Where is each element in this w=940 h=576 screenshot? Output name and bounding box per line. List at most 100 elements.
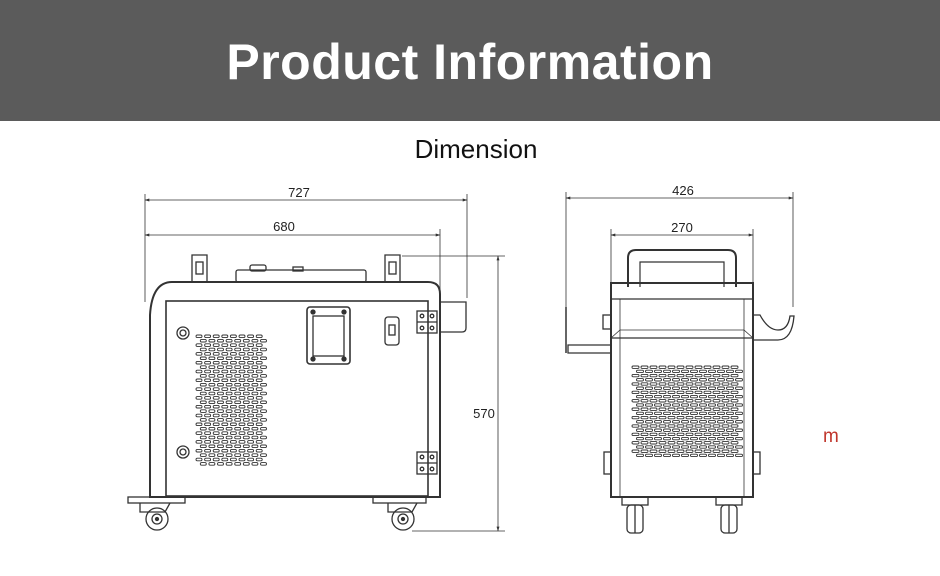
vent-slot (726, 420, 734, 424)
vent-slot (663, 386, 671, 390)
vent-slot (204, 431, 212, 435)
vent-slot (212, 457, 220, 462)
vent-slot (212, 396, 220, 400)
vent-slot (735, 369, 743, 374)
vent-slot (225, 391, 233, 396)
vent-slot (229, 457, 237, 462)
vent-slot (199, 435, 207, 440)
vent-slot (217, 374, 224, 378)
vent-slot (204, 457, 212, 462)
vent-slot (658, 449, 667, 453)
vent-slot (735, 436, 743, 441)
vent-slot (712, 432, 721, 437)
vent-slot (654, 453, 662, 458)
vent-slot (199, 382, 207, 387)
vent-slot (234, 374, 242, 378)
vent-slot (229, 343, 237, 347)
vent-slot (726, 369, 734, 374)
control-plate (306, 306, 351, 365)
vent-slot (694, 449, 703, 453)
vent-slot (654, 378, 662, 382)
vent-slot (247, 387, 255, 391)
vent-slot (217, 391, 224, 396)
vent-slot (708, 453, 716, 458)
vent-slot (208, 453, 216, 457)
vent-slot (631, 424, 640, 428)
vent-slot (730, 407, 739, 411)
vent-slot (681, 420, 689, 424)
vent-slot (242, 338, 250, 343)
vent-slot (221, 457, 229, 462)
vent-slot (199, 347, 207, 352)
vent-slot (217, 356, 224, 361)
vent-slot (730, 432, 739, 437)
vent-slot (225, 347, 233, 352)
vent-slot (717, 403, 725, 407)
vent-slot (225, 338, 233, 343)
vent-slot (699, 445, 707, 449)
vent-slot (199, 409, 207, 413)
vent-slot (645, 403, 653, 407)
vent-slot (699, 394, 707, 399)
vent-slot (667, 424, 676, 428)
vent-slot (221, 396, 229, 400)
vent-slot (735, 394, 743, 399)
vent-slot (247, 457, 255, 462)
vent-slot (229, 334, 237, 339)
vent-slot (690, 378, 698, 382)
vent-slot (631, 432, 640, 437)
vent-slot (703, 424, 712, 428)
vent-slot (654, 369, 662, 374)
vent-slot (640, 365, 649, 369)
vent-slot (217, 418, 224, 422)
vent-slot (204, 378, 212, 383)
vent-slot (636, 403, 644, 407)
vent-slot (204, 352, 212, 356)
vent-slot (694, 432, 703, 437)
vent-slot (658, 390, 667, 395)
vent-slot (649, 390, 658, 395)
vent-slot (640, 449, 649, 453)
vent-slot (260, 409, 267, 413)
vent-slot (640, 407, 649, 411)
vent-slot (636, 428, 644, 432)
vent-slot (699, 453, 707, 458)
vent-slot (212, 440, 220, 444)
vent-slot (667, 449, 676, 453)
vent-slot (238, 360, 246, 365)
vent-slot (255, 343, 263, 347)
vent-slot (703, 432, 712, 437)
vent-slot (672, 436, 680, 441)
vent-slot (221, 431, 229, 435)
vent-slot (685, 415, 694, 420)
vent-slot (663, 420, 671, 424)
vent-slot (242, 435, 250, 440)
vent-slot (654, 411, 662, 416)
vent-slot (721, 390, 730, 395)
vent-slot (234, 418, 242, 422)
vent-slot (681, 436, 689, 441)
vent-slot (703, 415, 712, 420)
vent-slot (234, 365, 242, 369)
vent-slot (255, 413, 263, 418)
vent-slot (694, 390, 703, 395)
vent-slot (242, 409, 250, 413)
vent-slot (247, 360, 255, 365)
vent-slot (225, 409, 233, 413)
vent-slot (255, 431, 263, 435)
vent-slot (640, 390, 649, 395)
vent-slot (260, 418, 267, 422)
vent-slot (238, 448, 246, 453)
vent-slot (721, 449, 730, 453)
vent-slot (229, 352, 237, 356)
vent-slot (221, 352, 229, 356)
vent-slot (708, 403, 716, 407)
vent-slot (658, 373, 667, 378)
vent-slot (690, 394, 698, 399)
vent-slot (717, 378, 725, 382)
vent-slot (247, 343, 255, 347)
vent-slot (703, 390, 712, 395)
dim-270-label: 270 (671, 220, 693, 235)
vent-slot (221, 440, 229, 444)
vent-slot (708, 436, 716, 441)
